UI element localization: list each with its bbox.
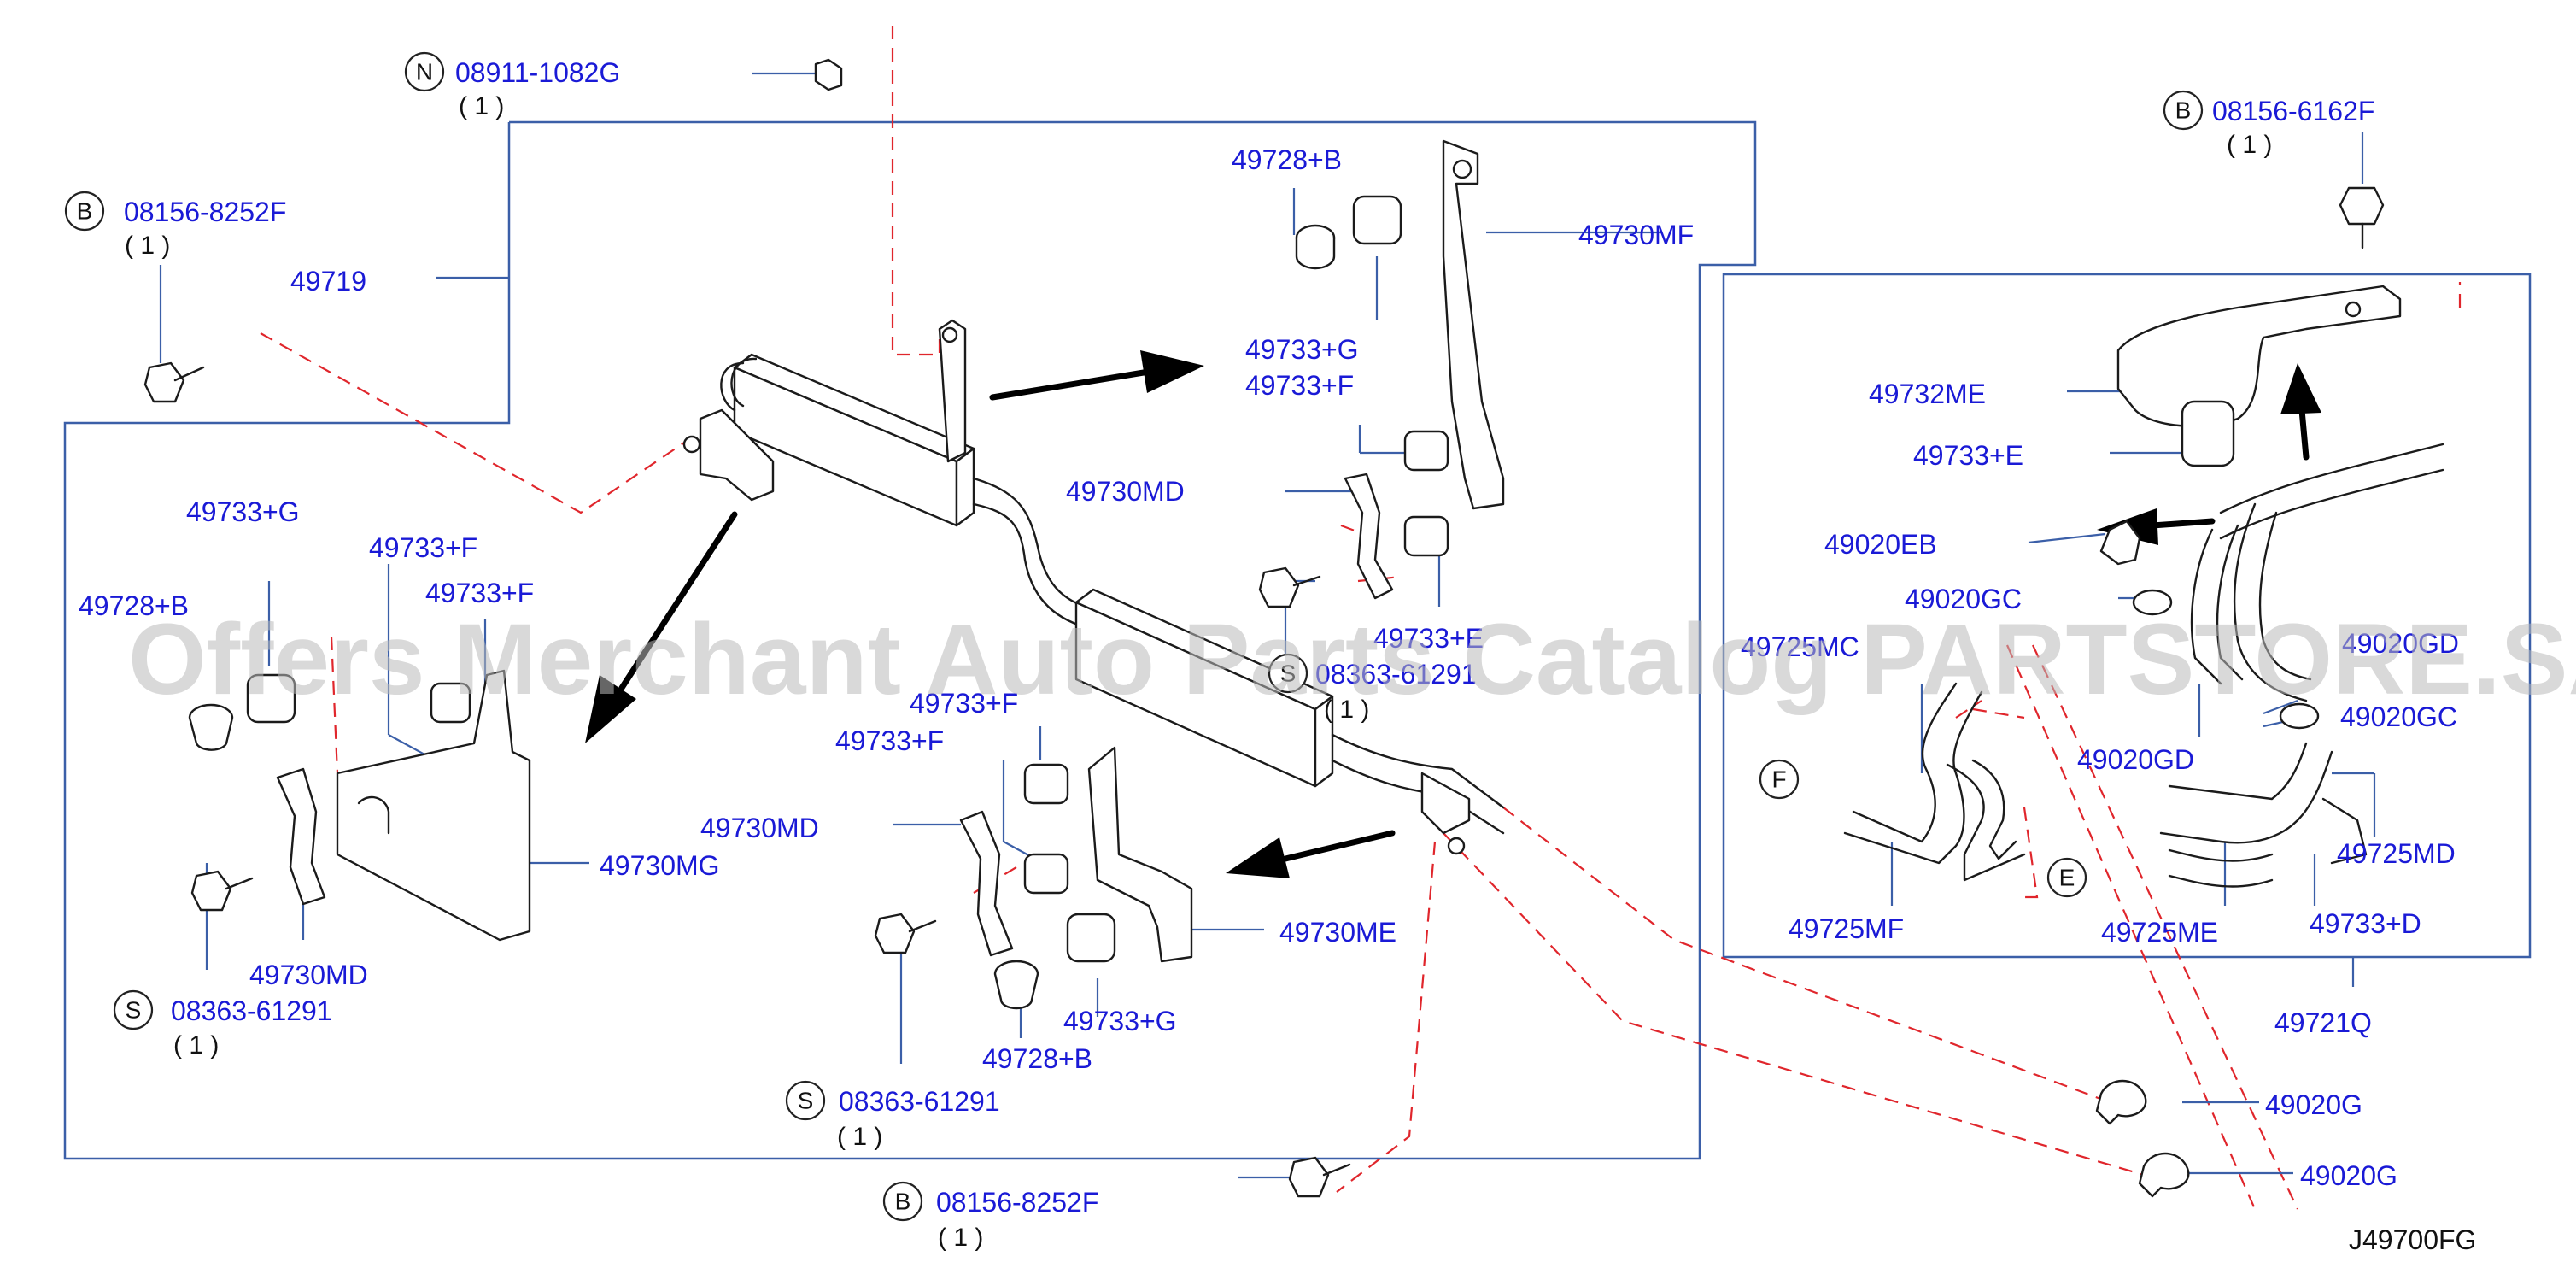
quantity-label: ( 1 ) (459, 92, 504, 120)
letter-callouts: N B B S S S B F E (64, 51, 2204, 1222)
callout-letter: B (2175, 97, 2192, 124)
oil-cooler-assembly (682, 319, 1505, 855)
callout-letter: S (126, 997, 142, 1024)
part-label: 49733+F (369, 532, 477, 563)
part-number-label: 08363-61291 (1315, 659, 1477, 690)
quantity-label: ( 1 ) (837, 1123, 882, 1151)
part-label: 49730MF (1578, 220, 1694, 250)
hose-assembly-49721Q (1843, 285, 2444, 888)
callout-letter: S (798, 1088, 814, 1114)
part-label: 49020GC (2340, 702, 2457, 732)
part-number-label: 08156-8252F (936, 1187, 1098, 1218)
part-label: 49728+B (79, 590, 189, 621)
part-label: 49728+B (982, 1043, 1092, 1074)
part-label: 49733+E (1373, 623, 1484, 654)
view-letter: E (2059, 865, 2075, 891)
part-number-label: 08363-61291 (171, 995, 332, 1026)
callout-letter: S (1280, 660, 1297, 687)
callout-letter: N (416, 59, 433, 85)
part-label: 49733+D (2310, 908, 2421, 939)
part-label: 49020GC (1905, 584, 2022, 614)
fastener-labels: 08911-1082G ( 1 ) 08156-8252F ( 1 ) 0815… (124, 57, 2374, 1252)
part-label: 49020G (2300, 1160, 2397, 1191)
view-letter: F (1771, 766, 1786, 793)
callout-letter: B (895, 1189, 911, 1215)
part-label: 49730MG (600, 850, 720, 881)
part-label: 49733+F (910, 688, 1018, 719)
quantity-label: ( 1 ) (1324, 696, 1369, 724)
part-label: 49733+G (1063, 1006, 1177, 1036)
part-label: 49732ME (1869, 379, 1986, 409)
part-label: 49730MD (700, 813, 819, 843)
part-label: 49719 (290, 266, 366, 296)
part-label: 49733+F (835, 725, 944, 756)
part-label: 49725MD (2337, 838, 2456, 869)
part-label: 49733+G (186, 496, 300, 527)
part-label: 49733+F (1245, 370, 1354, 401)
part-label: 49733+F (425, 578, 534, 608)
part-label: 49725MC (1741, 631, 1859, 662)
callout-letter: B (77, 198, 93, 225)
part-number-label: 08156-6162F (2212, 96, 2374, 126)
frame-49721Q-hose-assembly (1722, 273, 2532, 959)
part-number-label: 08911-1082G (455, 57, 620, 88)
part-label: 49725MF (1789, 913, 1904, 944)
part-label: 49725ME (2101, 917, 2218, 948)
part-label: 49730MD (249, 960, 368, 990)
brackets-and-fasteners (143, 58, 2385, 1198)
quantity-label: ( 1 ) (173, 1031, 219, 1060)
quantity-label: ( 1 ) (938, 1224, 983, 1252)
part-label: 49020GD (2077, 744, 2194, 775)
direction-arrows (585, 350, 2321, 878)
part-label: 49730ME (1279, 917, 1396, 948)
quantity-label: ( 1 ) (2227, 131, 2272, 159)
diagram-code: J49700FG (2349, 1224, 2476, 1255)
frame-49719-assembly (63, 120, 1757, 1160)
part-label: 49728+B (1232, 144, 1342, 175)
part-label: 49733+G (1245, 334, 1359, 365)
part-number-label: 08156-8252F (124, 197, 286, 227)
part-label: 49020GD (2342, 628, 2459, 659)
part-labels: 49719 49728+B 49730MF 49733+G 49733+F 49… (79, 144, 2476, 1255)
watermark-text: Offers Merchant Auto Parts Catalog PARTS… (128, 603, 2576, 716)
quantity-label: ( 1 ) (125, 232, 170, 260)
part-number-label: 08363-61291 (839, 1086, 1000, 1117)
part-label: 49020G (2265, 1089, 2362, 1120)
part-label: 49721Q (2274, 1007, 2372, 1038)
part-label: 49730MD (1066, 476, 1185, 507)
part-label: 49020EB (1824, 529, 1937, 560)
part-label: 49733+E (1913, 440, 2023, 471)
